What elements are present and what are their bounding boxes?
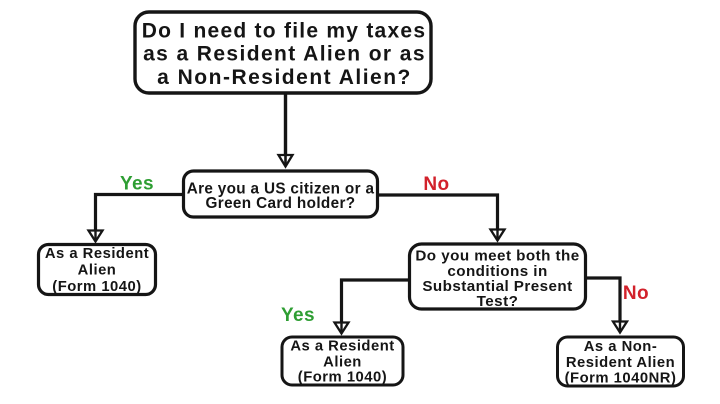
svg-text:Yes: Yes (120, 174, 154, 195)
svg-text:As a Resident: As a Resident (45, 246, 149, 262)
svg-text:Test?: Test? (477, 293, 519, 310)
svg-text:Alien: Alien (323, 355, 362, 371)
svg-text:Do I need to file my taxes: Do I need to file my taxes (142, 20, 427, 43)
svg-text:Substantial Present: Substantial Present (422, 278, 572, 295)
svg-text:conditions in: conditions in (447, 263, 547, 280)
svg-text:(Form 1040): (Form 1040) (298, 370, 387, 386)
svg-text:Alien: Alien (78, 263, 117, 279)
svg-text:(Form 1040): (Form 1040) (52, 279, 141, 295)
svg-text:as a Resident Alien or as: as a Resident Alien or as (143, 43, 426, 66)
svg-text:Green Card holder?: Green Card holder? (206, 195, 356, 212)
svg-text:Do you meet both the: Do you meet both the (415, 248, 579, 265)
svg-text:As a Resident: As a Resident (290, 339, 394, 355)
svg-text:Resident Alien: Resident Alien (566, 355, 675, 371)
svg-text:No: No (423, 174, 449, 195)
svg-text:Are you a US citizen or a: Are you a US citizen or a (187, 181, 375, 198)
svg-text:a Non-Resident Alien?: a Non-Resident Alien? (157, 66, 412, 89)
svg-text:(Form 1040NR): (Form 1040NR) (565, 371, 677, 387)
svg-text:Yes: Yes (281, 305, 315, 326)
svg-text:As a Non-: As a Non- (584, 339, 658, 355)
svg-text:No: No (623, 283, 649, 304)
